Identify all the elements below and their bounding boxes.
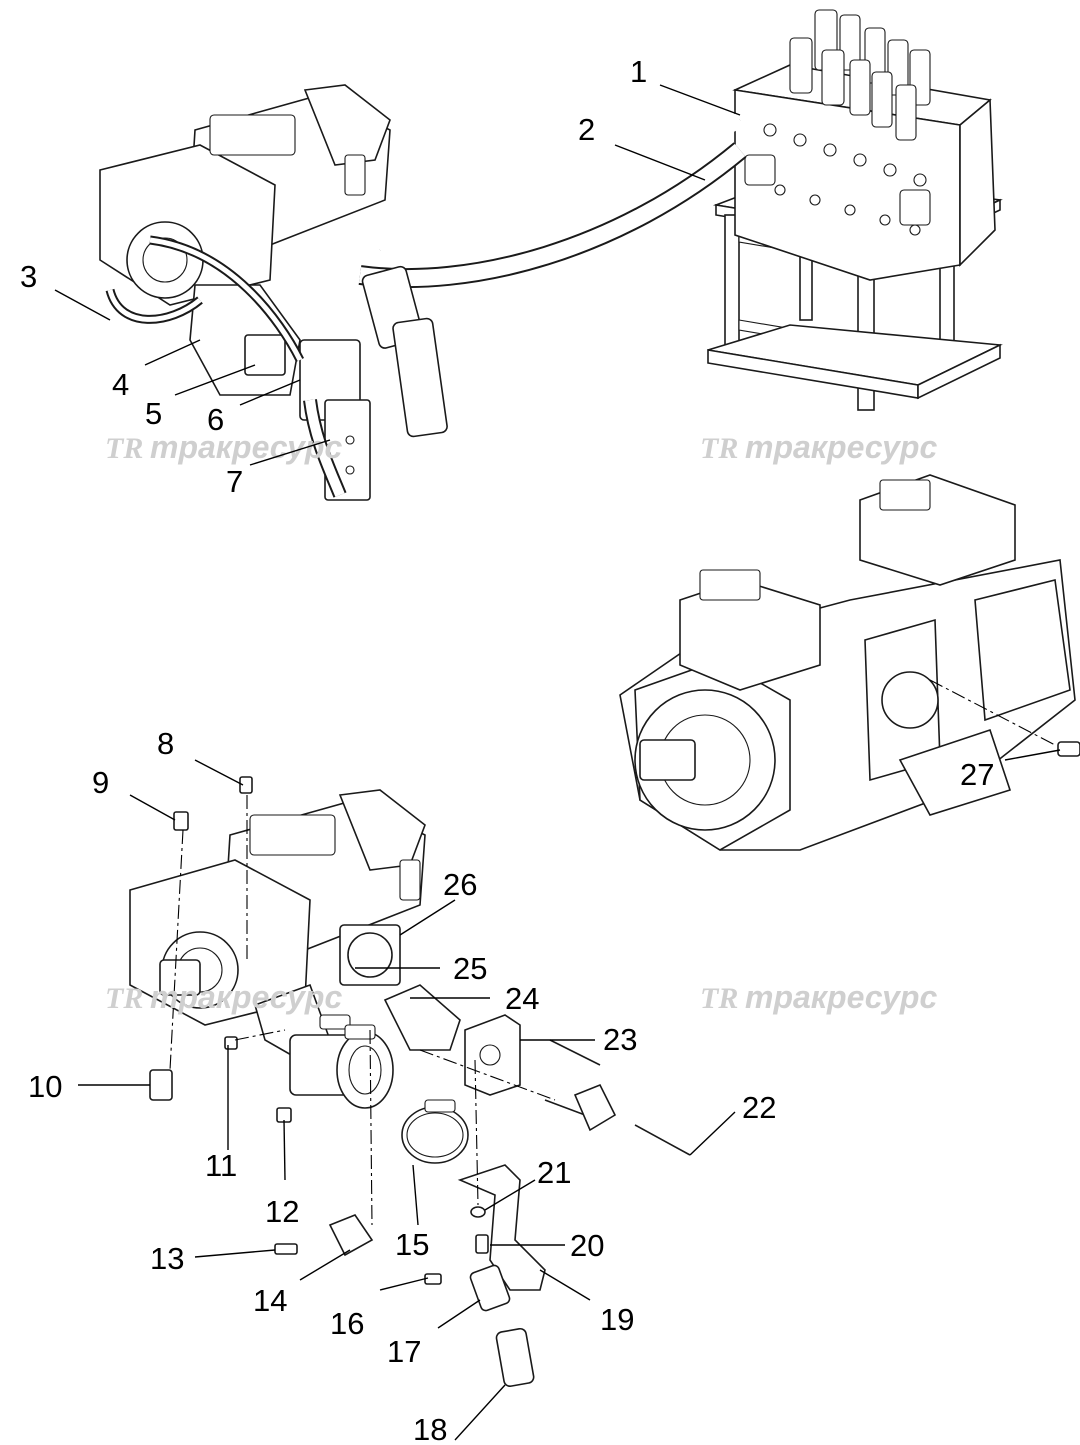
callout-4: 4 (112, 367, 129, 402)
svg-text:TR: TR (105, 982, 143, 1015)
svg-text:TR: TR (700, 432, 738, 465)
svg-text:тракресурс: тракресурс (150, 979, 342, 1015)
callout-20: 20 (570, 1228, 604, 1263)
callout-14: 14 (253, 1283, 287, 1318)
callout-18: 18 (413, 1412, 447, 1445)
svg-text:тракресурс: тракресурс (745, 979, 937, 1015)
watermark-3: TR тракресурс (105, 979, 342, 1015)
callout-19: 19 (600, 1302, 634, 1337)
watermark-4: TR тракресурс (700, 979, 937, 1015)
callout-27: 27 (960, 757, 994, 792)
callout-5: 5 (145, 396, 162, 431)
callout-26: 26 (443, 867, 477, 902)
callout-13: 13 (150, 1241, 184, 1276)
hose-clamp (401, 1099, 469, 1164)
callout-12: 12 (265, 1194, 299, 1229)
callout-2: 2 (578, 112, 595, 147)
hose-1 (376, 112, 744, 257)
callout-7: 7 (226, 464, 243, 499)
pump-block (464, 1014, 521, 1096)
callout-21: 21 (537, 1155, 571, 1190)
svg-text:тракресурс: тракресурс (150, 429, 342, 465)
svg-text:тракресурс: тракресурс (745, 429, 937, 465)
svg-text:TR: TR (700, 982, 738, 1015)
callout-labels: 1 2 3 4 5 6 7 8 9 10 11 12 13 14 15 16 1… (20, 54, 994, 1445)
svg-text:TR: TR (105, 432, 143, 465)
pump-assembly-bottom (129, 789, 426, 1026)
callout-22: 22 (742, 1090, 776, 1125)
callout-9: 9 (92, 765, 109, 800)
watermark-2: TR тракресурс (700, 429, 937, 465)
bracket-24 (383, 984, 461, 1051)
bolts-22 (544, 1039, 691, 1156)
watermark-1: TR тракресурс (105, 429, 342, 465)
callout-10: 10 (28, 1069, 62, 1104)
hose-2 (358, 142, 747, 289)
callout-16: 16 (330, 1306, 364, 1341)
callout-8: 8 (157, 726, 174, 761)
callout-25: 25 (453, 951, 487, 986)
callout-17: 17 (387, 1334, 421, 1369)
callout-6: 6 (207, 402, 224, 437)
callout-11: 11 (205, 1148, 237, 1183)
callout-23: 23 (603, 1022, 637, 1057)
control-valve-block (732, 9, 996, 281)
callout-15: 15 (395, 1227, 429, 1262)
main-pump-right (619, 474, 1076, 851)
pump-assembly-top (99, 84, 448, 501)
small-parts (149, 741, 1080, 1388)
suction-elbow (254, 983, 394, 1109)
callout-1: 1 (630, 54, 647, 89)
leader-lines (54, 84, 1061, 1441)
bracket-19 (457, 1164, 546, 1291)
callout-24: 24 (505, 981, 539, 1016)
center-lines (169, 679, 1056, 1226)
callout-3: 3 (20, 259, 37, 294)
